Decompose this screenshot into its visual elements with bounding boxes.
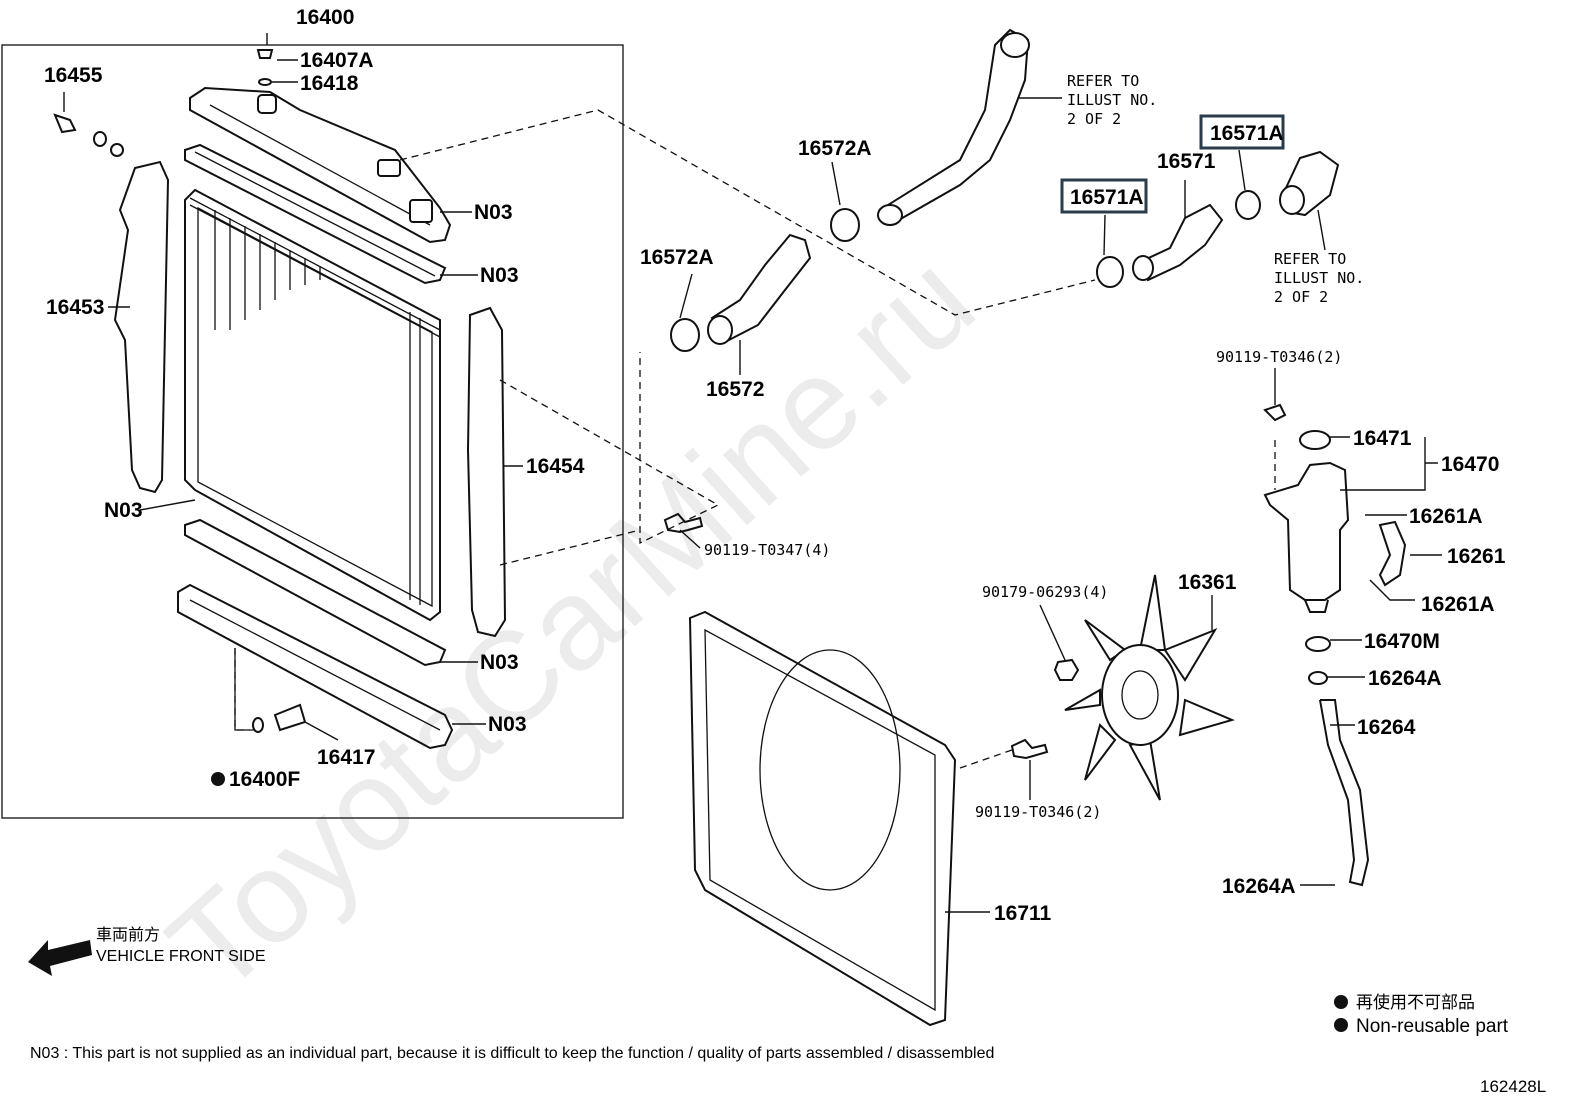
refer-note-1-line3: 2 OF 2 (1067, 110, 1121, 128)
label-16400: 16400 (296, 6, 354, 29)
refer-note-1-line1: REFER TO (1067, 72, 1139, 90)
label-16361: 16361 (1178, 571, 1237, 594)
vehicle-front-arrow (28, 940, 92, 976)
label-90119-T0347: 90119-T0347(4) (704, 541, 830, 559)
refer-note-2-line2: ILLUST NO. (1274, 269, 1364, 287)
label-n03-lower-gasket: N03 (480, 651, 519, 674)
refer-note-2-line1: REFER TO (1274, 250, 1346, 268)
vehicle-front-jp: 車両前方 (96, 926, 160, 944)
label-16470: 16470 (1441, 453, 1499, 476)
upper-gasket (184, 143, 447, 285)
refer-note-1-line2: ILLUST NO. (1067, 91, 1157, 109)
label-16264A-upper: 16264A (1368, 667, 1442, 690)
watermark: ToyotaCarMine.ru (141, 226, 1001, 1021)
radiator-cap-bolts (53, 49, 274, 157)
reservoir-tank (1263, 403, 1407, 887)
label-n03-core: N03 (104, 499, 143, 522)
label-16261: 16261 (1447, 545, 1506, 568)
side-member-left (113, 160, 170, 494)
water-outlet-pipe (877, 28, 1030, 227)
label-90119-T0346-fan: 90119-T0346(2) (975, 803, 1101, 821)
label-16454: 16454 (526, 455, 585, 478)
label-16471: 16471 (1353, 427, 1412, 450)
label-16261A-upper: 16261A (1409, 505, 1483, 528)
hose-16572 (707, 233, 812, 345)
drain-plug (252, 703, 307, 733)
label-16711: 16711 (994, 902, 1052, 925)
label-n03-lower-tank: N03 (488, 713, 527, 736)
legend-en: Non-reusable part (1356, 1016, 1509, 1037)
legend-jp: 再使用不可部品 (1356, 992, 1475, 1012)
cooling-fan (1064, 574, 1235, 801)
radiator-upper-tank (189, 86, 452, 244)
fan-nut (1053, 658, 1080, 681)
label-16400F: 16400F (229, 768, 300, 791)
highlight-box-16571A-lower (1060, 178, 1148, 214)
label-16470M: 16470M (1364, 630, 1440, 653)
water-inlet (1279, 150, 1340, 217)
refer-note-2-line3: 2 OF 2 (1274, 288, 1328, 306)
highlight-box-16571A-upper (1199, 114, 1285, 150)
label-16571: 16571 (1157, 150, 1216, 173)
radiator-core (184, 188, 441, 622)
label-90179-06293: 90179-06293(4) (982, 583, 1108, 601)
label-90119-T0346-reservoir: 90119-T0346(2) (1216, 348, 1342, 366)
hose-clamps (670, 190, 1261, 352)
footnote-n03: N03 : This part is not supplied as an in… (30, 1045, 994, 1062)
label-16572: 16572 (706, 378, 764, 401)
radiator-assembly-box (1, 44, 624, 819)
label-16407A: 16407A (300, 49, 374, 72)
label-16455: 16455 (44, 64, 103, 87)
vehicle-front-en: VEHICLE FRONT SIDE (96, 948, 266, 965)
non-reusable-dot-16400F (211, 772, 225, 786)
label-16264A-lower: 16264A (1222, 875, 1296, 898)
side-member-right (466, 306, 507, 638)
label-16571A-lower: 16571A (1070, 186, 1144, 209)
label-16264: 16264 (1357, 716, 1416, 739)
label-16453: 16453 (46, 296, 104, 319)
fan-shroud (688, 610, 957, 1027)
label-16572A-upper: 16572A (798, 137, 872, 160)
label-n03-upper-gasket: N03 (480, 264, 519, 287)
hose-16571 (1132, 203, 1224, 282)
legend-dot-jp (1334, 995, 1348, 1009)
illustration-number: 162428L (1480, 1077, 1546, 1096)
label-16572A-lower: 16572A (640, 246, 714, 269)
label-n03-upper-tank: N03 (474, 201, 513, 224)
label-16571A-upper: 16571A (1210, 122, 1284, 145)
label-16418: 16418 (300, 72, 359, 95)
bolt-90119-T0346-fan (1010, 738, 1049, 760)
legend-dot-en (1334, 1018, 1348, 1032)
label-16417: 16417 (317, 746, 375, 769)
label-16261A-lower: 16261A (1421, 593, 1495, 616)
bolt-90119-T0347 (663, 512, 704, 534)
